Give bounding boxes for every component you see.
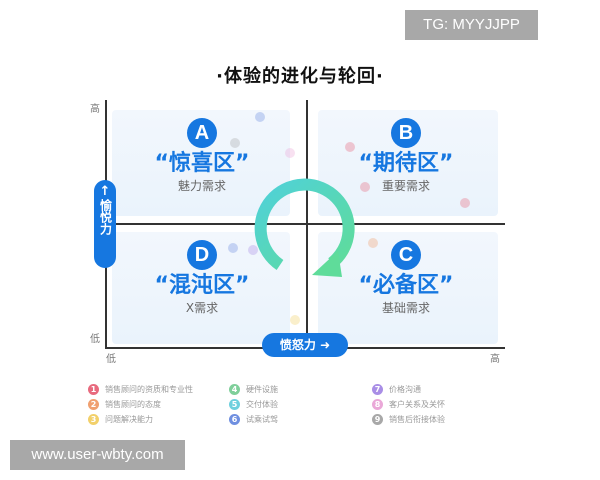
zone-d-name: “混沌区” bbox=[154, 273, 250, 298]
legend-dot-8: 8 bbox=[372, 399, 383, 410]
diagram-title: ·体验的进化与轮回· bbox=[216, 66, 384, 87]
y-low-label: 低 bbox=[90, 334, 100, 345]
faint-dot bbox=[228, 243, 238, 253]
legend-label: 硬件设施 bbox=[246, 385, 278, 394]
zone-b-name: “期待区” bbox=[358, 151, 454, 176]
zone-c-badge: C bbox=[391, 240, 421, 270]
legend-item: 9 销售后衔接体验 bbox=[372, 412, 445, 427]
legend-dot-6: 6 bbox=[229, 414, 240, 425]
x-high-label: 高 bbox=[490, 354, 500, 365]
x-axis-label-pill: 愤怒力 ➜ bbox=[262, 333, 348, 357]
zone-a-badge: A bbox=[187, 118, 217, 148]
legend-col-2: 4 硬件设施 5 交付体验 6 试乘试驾 bbox=[229, 382, 278, 427]
faint-dot bbox=[460, 198, 470, 208]
legend-label: 问题解决能力 bbox=[105, 415, 153, 424]
legend-item: 1 销售顾问的资质和专业性 bbox=[88, 382, 193, 397]
zone-b-sub: 重要需求 bbox=[381, 179, 430, 193]
legend-label: 销售后衔接体验 bbox=[389, 415, 445, 424]
legend-dot-5: 5 bbox=[229, 399, 240, 410]
legend-dot-4: 4 bbox=[229, 384, 240, 395]
legend-label: 试乘试驾 bbox=[246, 415, 278, 424]
faint-dot bbox=[230, 138, 240, 148]
legend-item: 8 客户关系及关怀 bbox=[372, 397, 445, 412]
zone-a-name: “惊喜区” bbox=[154, 151, 250, 176]
legend-dot-2: 2 bbox=[88, 399, 99, 410]
legend-label: 价格沟通 bbox=[389, 385, 421, 394]
watermark-bottom: www.user-wbty.com bbox=[10, 440, 185, 470]
legend-label: 交付体验 bbox=[246, 400, 278, 409]
horizontal-divider bbox=[105, 223, 505, 225]
watermark-top: TG: MYYJJPP bbox=[405, 10, 538, 40]
faint-dot bbox=[368, 238, 378, 248]
zone-a: A “惊喜区” 魅力需求 bbox=[112, 118, 292, 194]
y-high-label: 高 bbox=[90, 104, 100, 115]
legend-label: 客户关系及关怀 bbox=[389, 400, 445, 409]
legend-item: 4 硬件设施 bbox=[229, 382, 278, 397]
zone-b-badge: B bbox=[391, 118, 421, 148]
zone-d-sub: X需求 bbox=[185, 301, 219, 315]
x-axis-label: 愤怒力 bbox=[279, 338, 316, 352]
faint-dot bbox=[360, 182, 370, 192]
legend-item: 2 销售顾问的态度 bbox=[88, 397, 193, 412]
zone-c-name: “必备区” bbox=[358, 273, 454, 298]
zone-c: C “必备区” 基础需求 bbox=[316, 240, 496, 316]
faint-dot bbox=[345, 142, 355, 152]
legend-item: 6 试乘试驾 bbox=[229, 412, 278, 427]
legend-dot-3: 3 bbox=[88, 414, 99, 425]
zone-a-sub: 魅力需求 bbox=[177, 179, 226, 193]
legend-dot-7: 7 bbox=[372, 384, 383, 395]
faint-dot bbox=[255, 112, 265, 122]
zone-b: B “期待区” 重要需求 bbox=[316, 118, 496, 194]
legend-item: 7 价格沟通 bbox=[372, 382, 445, 397]
legend-item: 5 交付体验 bbox=[229, 397, 278, 412]
zone-d-badge: D bbox=[187, 240, 217, 270]
faint-dot bbox=[248, 245, 258, 255]
y-axis-label: 愉悦力 bbox=[98, 199, 113, 235]
legend-dot-9: 9 bbox=[372, 414, 383, 425]
legend-label: 销售顾问的态度 bbox=[105, 400, 161, 409]
legend-item: 3 问题解决能力 bbox=[88, 412, 193, 427]
x-low-label: 低 bbox=[106, 354, 116, 365]
cycle-arrow-icon bbox=[254, 178, 355, 277]
up-arrow-icon: ↑ bbox=[99, 184, 111, 199]
legend-dot-1: 1 bbox=[88, 384, 99, 395]
y-axis-label-pill: ↑ 愉悦力 bbox=[94, 180, 116, 268]
legend-label: 销售顾问的资质和专业性 bbox=[105, 385, 193, 394]
legend-col-3: 7 价格沟通 8 客户关系及关怀 9 销售后衔接体验 bbox=[372, 382, 445, 427]
faint-dot bbox=[285, 148, 295, 158]
faint-dot bbox=[290, 315, 300, 325]
zone-d: D “混沌区” X需求 bbox=[112, 240, 292, 316]
legend-col-1: 1 销售顾问的资质和专业性 2 销售顾问的态度 3 问题解决能力 bbox=[88, 382, 193, 427]
right-arrow-icon: ➜ bbox=[320, 338, 331, 352]
zone-c-sub: 基础需求 bbox=[381, 301, 430, 315]
